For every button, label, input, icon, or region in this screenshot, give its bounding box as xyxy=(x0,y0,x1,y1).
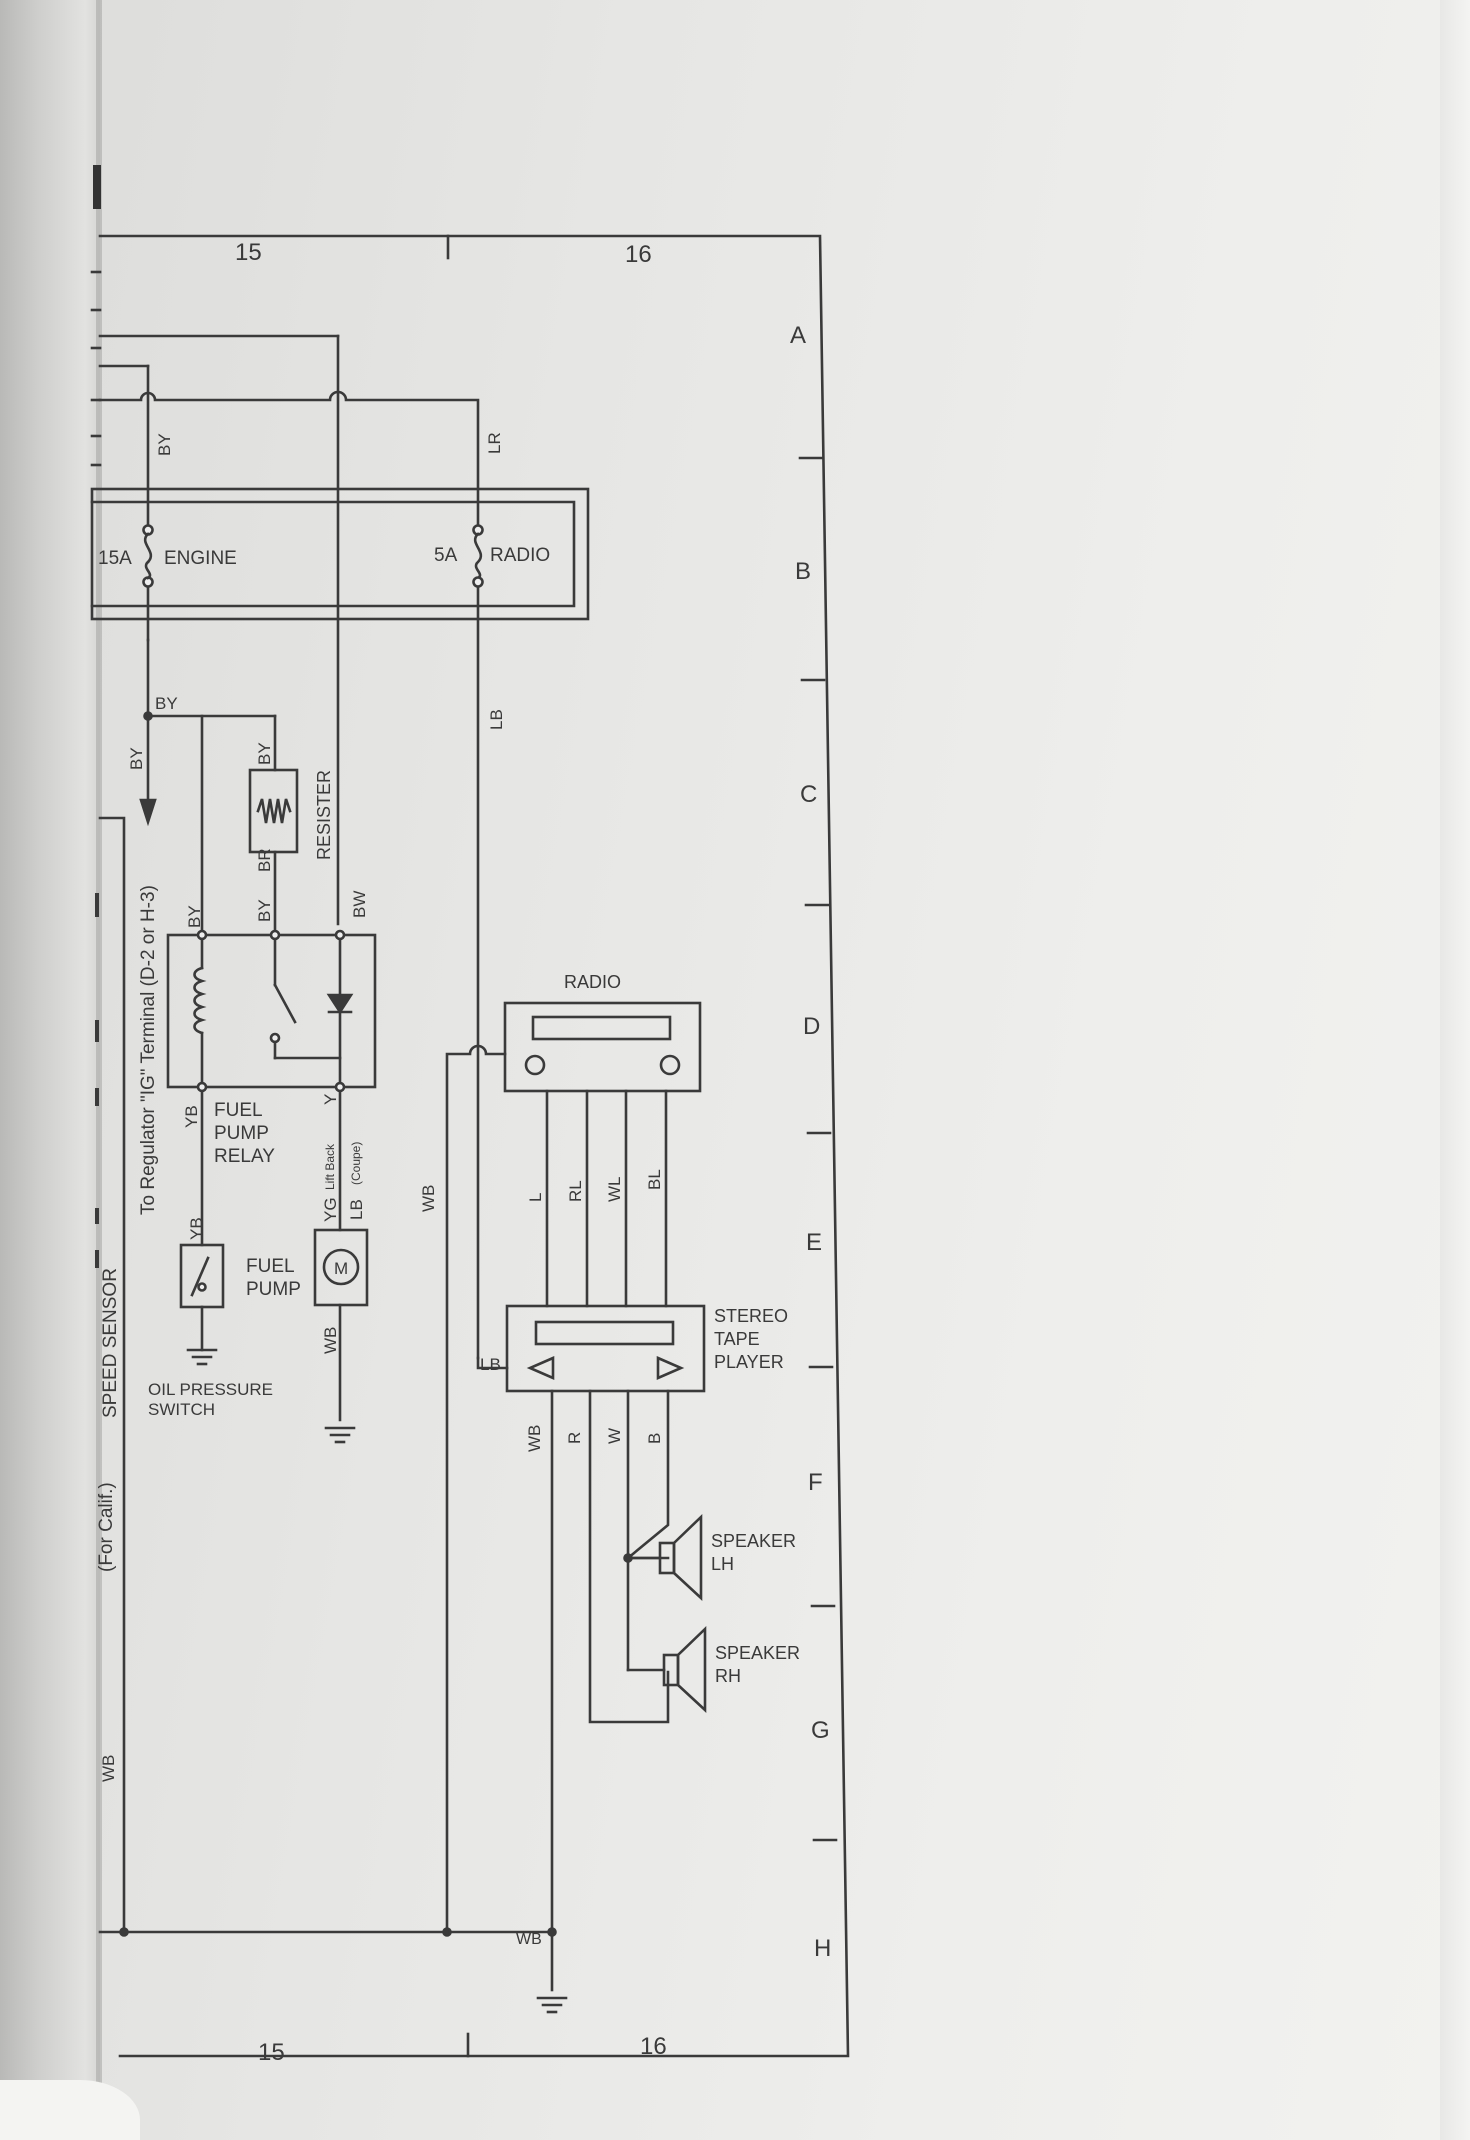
wire-rl-radio: RL xyxy=(566,1180,585,1202)
wire-yb-relay: YB xyxy=(182,1105,201,1128)
liftback-note: Lift Back xyxy=(323,1143,337,1190)
tape-player-label-line3: PLAYER xyxy=(714,1352,784,1372)
speaker-rh-label-line1: SPEAKER xyxy=(715,1643,800,1663)
speaker-lh-label-line2: LH xyxy=(711,1554,734,1574)
radio-label: RADIO xyxy=(564,972,621,992)
wire-wb-ground: WB xyxy=(516,1931,542,1948)
oil-switch-label-line2: SWITCH xyxy=(148,1400,215,1419)
fuel-pump xyxy=(313,1089,369,1444)
wire-wl-radio: WL xyxy=(605,1177,624,1203)
row-label-d: D xyxy=(803,1013,820,1040)
top-wiring xyxy=(98,334,480,926)
stereo-tape-player-unit xyxy=(476,1304,706,1934)
coupe-note: (Coupe) xyxy=(349,1142,363,1185)
fuse-engine-rating: 15A xyxy=(98,548,132,569)
speaker-rh-label-line2: RH xyxy=(715,1666,741,1686)
motor-symbol: M xyxy=(334,1259,348,1278)
wire-yb-switch: YB xyxy=(187,1217,206,1240)
wire-bl-radio: BL xyxy=(645,1169,664,1190)
wire-by-relay-b: BY xyxy=(255,899,274,922)
wire-by-resister-top: BY xyxy=(255,742,274,765)
fuse-radio xyxy=(472,524,484,1360)
wire-by-relay-a: BY xyxy=(185,905,204,928)
wire-lb-tape: LB xyxy=(480,1355,501,1374)
column-16-top: 16 xyxy=(625,241,652,268)
regulator-note: To Regulator "IG" Terminal (D-2 or H-3) xyxy=(138,885,159,1215)
speaker-rh xyxy=(626,1556,707,1713)
relay-label-line2: PUMP xyxy=(214,1123,269,1144)
fuse-engine xyxy=(142,524,154,642)
column-15-top: 15 xyxy=(235,239,262,266)
wire-l-radio: L xyxy=(526,1193,545,1202)
wire-bw-relay: BW xyxy=(350,891,369,918)
fuse-engine-label: ENGINE xyxy=(164,548,237,569)
row-label-b: B xyxy=(795,558,811,585)
fuse-radio-rating: 5A xyxy=(434,545,458,566)
wire-lb-pump: LB xyxy=(347,1199,366,1220)
wire-lb-mid: LB xyxy=(487,709,506,730)
for-calif-label: (For Calif.) xyxy=(96,1482,117,1572)
resister-label: RESISTER xyxy=(314,770,334,860)
wire-y-relay: Y xyxy=(321,1094,340,1105)
row-label-g: G xyxy=(811,1717,830,1744)
wire-br-relay: BR xyxy=(255,848,274,872)
wire-wb-tape: WB xyxy=(525,1425,544,1452)
fuse-radio-label: RADIO xyxy=(490,545,550,566)
speed-sensor-label: SPEED SENSOR xyxy=(100,1268,121,1418)
page-edge-shadow xyxy=(96,0,102,2140)
radio-unit xyxy=(503,1001,702,1308)
wire-b-tape: B xyxy=(645,1433,664,1444)
row-label-c: C xyxy=(800,781,817,808)
oil-pressure-switch xyxy=(179,1089,225,1366)
relay-label-line3: RELAY xyxy=(214,1146,275,1167)
wire-w-tape: W xyxy=(605,1428,624,1444)
book-spine xyxy=(0,0,100,2140)
torn-page-corner xyxy=(0,2080,140,2140)
left-stubs xyxy=(90,270,102,467)
wire-wb-mid: WB xyxy=(419,1185,438,1212)
wire-wb-pump: WB xyxy=(321,1327,340,1354)
section-tab-mark xyxy=(93,165,101,209)
diagram-border xyxy=(93,165,850,2058)
wb-ground-bus xyxy=(98,816,568,2014)
fuel-pump-relay xyxy=(166,929,377,1093)
row-label-a: A xyxy=(790,322,806,349)
relay-label-line1: FUEL xyxy=(214,1100,263,1121)
wire-wb-left: WB xyxy=(99,1755,118,1782)
row-label-e: E xyxy=(806,1229,822,1256)
tape-player-label-line2: TAPE xyxy=(714,1329,760,1349)
wire-by-top: BY xyxy=(155,433,174,456)
fuel-pump-label-line1: FUEL xyxy=(246,1256,295,1277)
tape-player-label-line1: STEREO xyxy=(714,1306,788,1326)
engine-circuit xyxy=(139,638,299,937)
wire-by-arrow: BY xyxy=(127,747,146,770)
oil-switch-label-line1: OIL PRESSURE xyxy=(148,1380,273,1399)
row-label-h: H xyxy=(814,1935,831,1962)
wire-lr-top: LR xyxy=(485,432,504,454)
wire-r-tape: R xyxy=(565,1432,584,1444)
speaker-lh-label-line1: SPEAKER xyxy=(711,1531,796,1551)
next-page-edge xyxy=(1440,0,1470,2140)
fuel-pump-label-line2: PUMP xyxy=(246,1279,301,1300)
column-15-bottom: 15 xyxy=(258,2039,285,2066)
wire-by-junction: BY xyxy=(155,694,178,713)
fuse-box xyxy=(90,487,590,621)
column-16-bottom: 16 xyxy=(640,2033,667,2060)
wire-yg-pump: YG xyxy=(321,1197,340,1222)
row-label-f: F xyxy=(808,1469,823,1496)
